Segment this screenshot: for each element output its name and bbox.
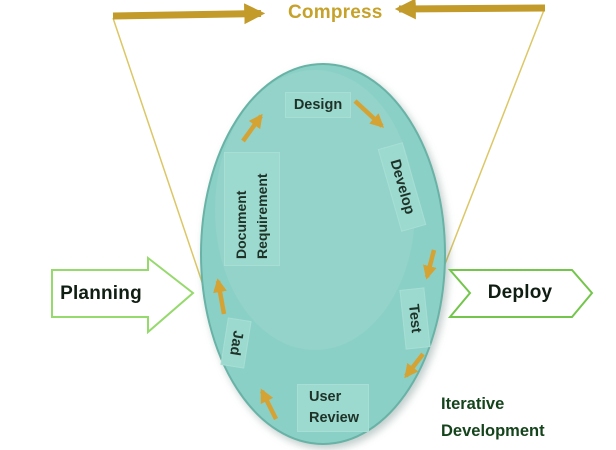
compress-right-connector-line: [444, 9, 545, 265]
arrow-design-to-develop-icon: [353, 99, 385, 128]
compress-arrow-left-icon: [112, 3, 266, 25]
deploy-chevron-arrow: [447, 269, 594, 318]
deploy-label: Deploy: [487, 282, 553, 303]
arrow-jad-to-document-requirement-icon: [213, 278, 227, 315]
ellipse-highlight: [215, 70, 415, 350]
stage-label-user-review-text: User Review: [309, 388, 359, 426]
compress-label: Compress: [288, 2, 383, 23]
arrow-user-review-to-jad-icon: [259, 388, 279, 421]
planning-block-arrow: [51, 255, 195, 335]
stage-label-design: Design: [285, 92, 351, 118]
arrow-develop-to-test-icon: [423, 249, 437, 280]
stage-label-document-requirement-text: Document Requirement: [233, 173, 270, 259]
planning-label: Planning: [60, 282, 142, 304]
arrow-document-requirement-to-design-icon: [241, 113, 263, 143]
compress-left-connector-line: [112, 17, 206, 292]
compress-arrow-right-icon: [394, 0, 546, 20]
arrow-test-to-user-review-icon: [404, 352, 425, 379]
iterative-development-caption: Iterative Development: [441, 395, 545, 441]
stage-label-document-requirement: Document Requirement: [224, 152, 280, 266]
stage-label-user-review: User Review: [297, 384, 369, 432]
